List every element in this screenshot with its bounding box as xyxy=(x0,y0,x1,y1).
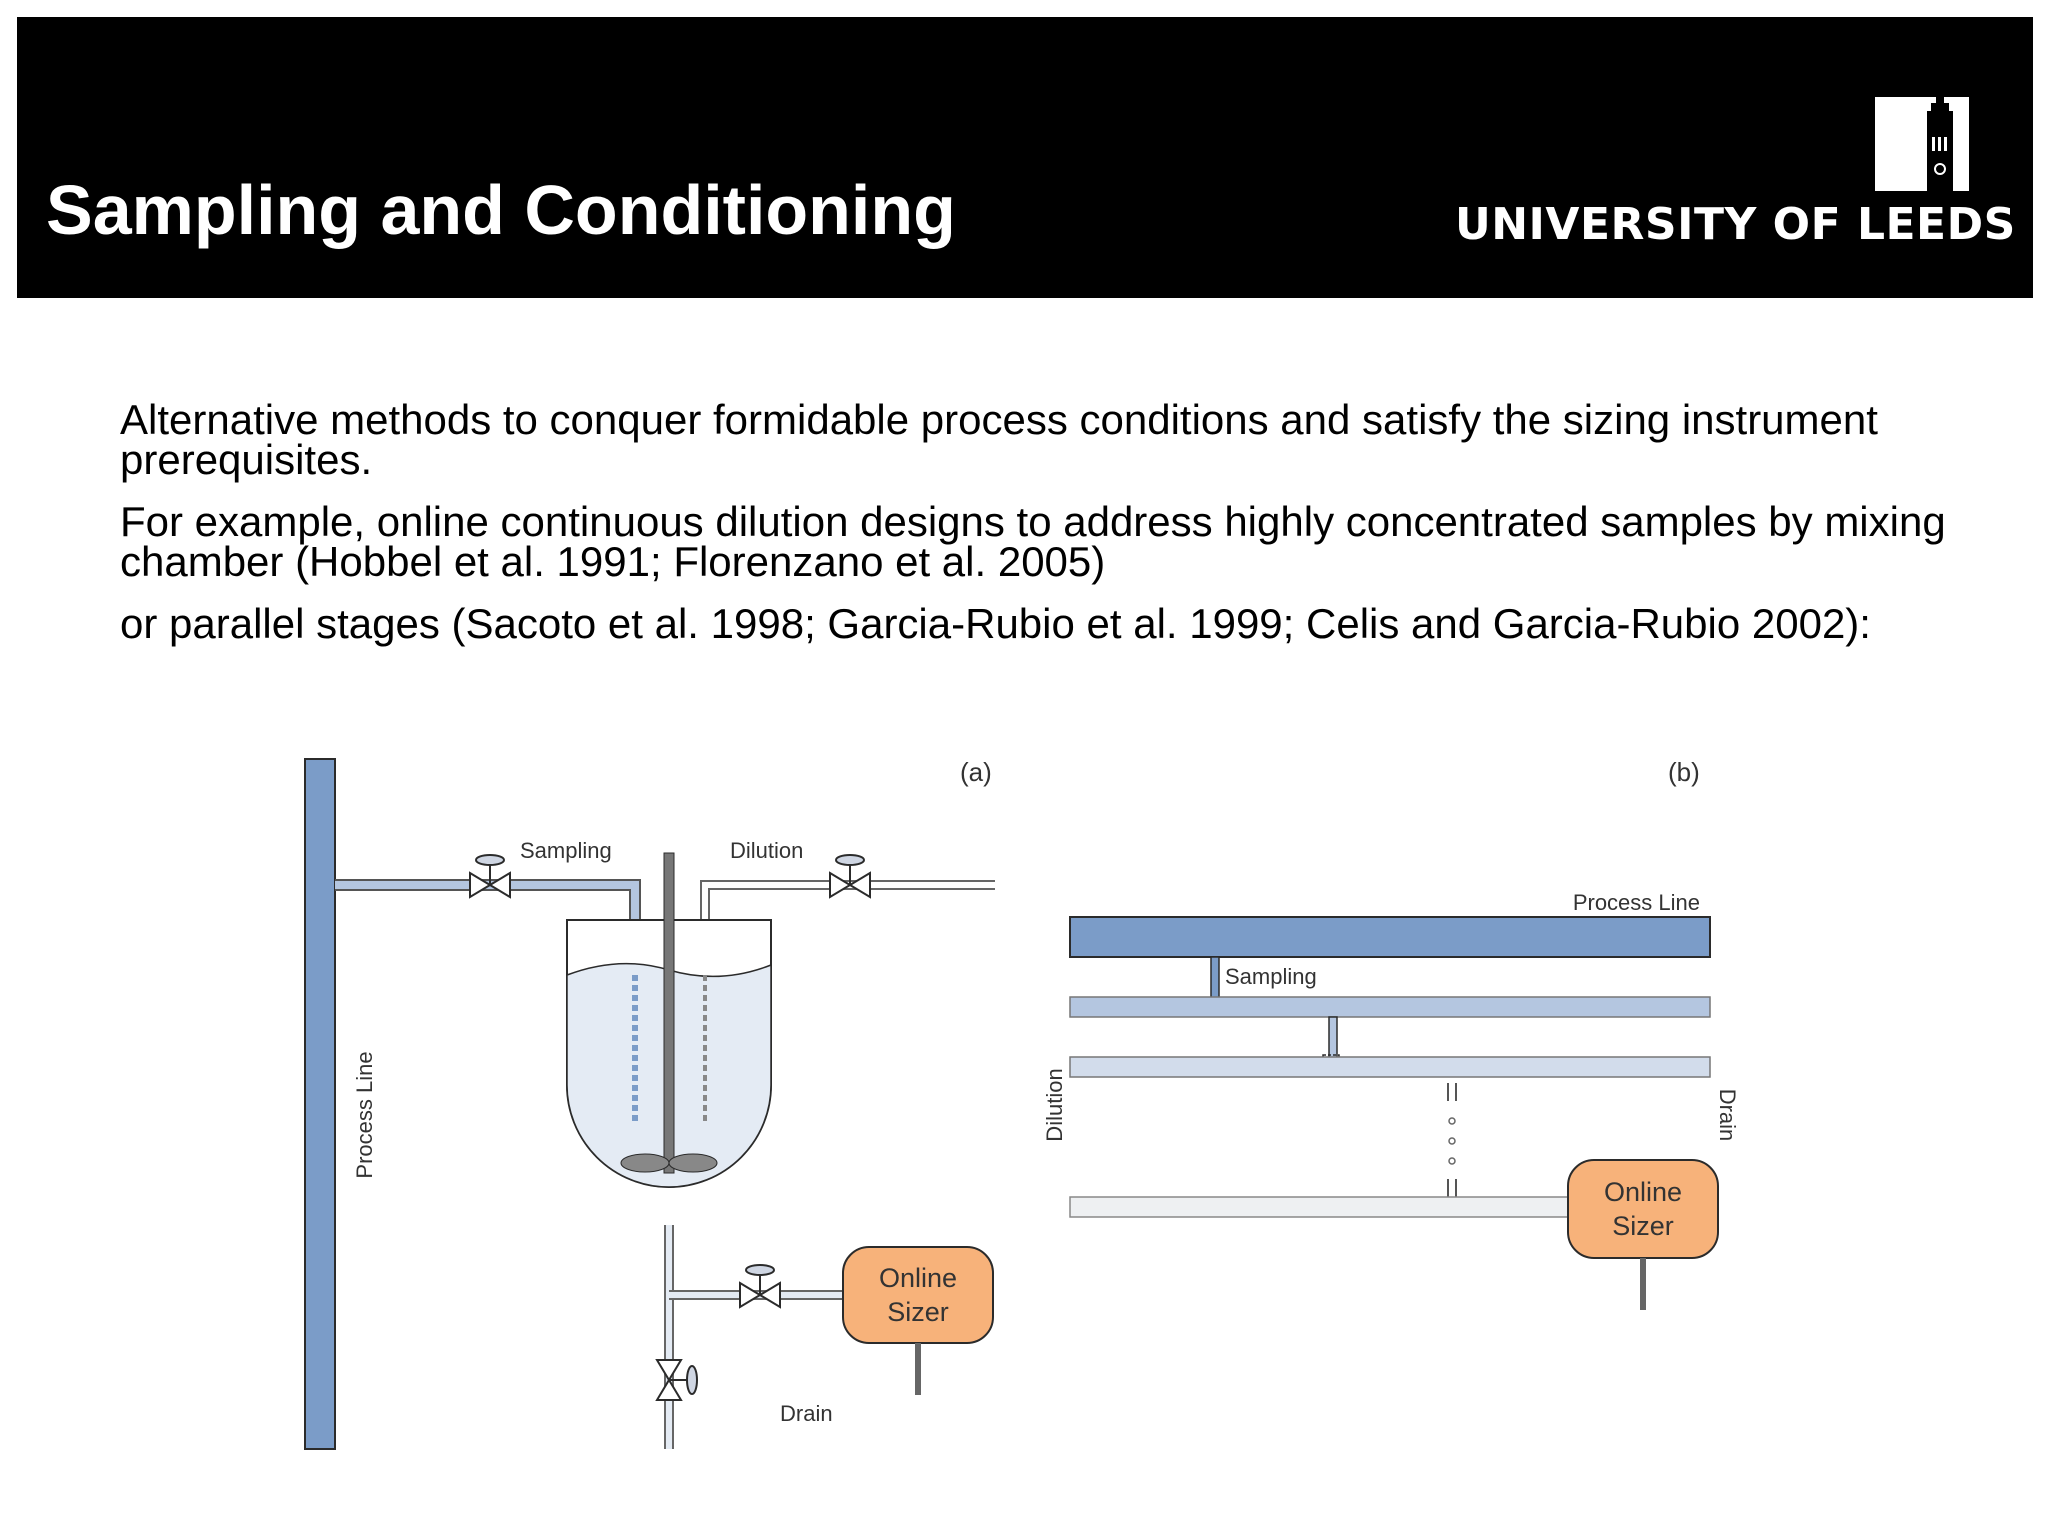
paragraph: Alternative methods to conquer formidabl… xyxy=(120,396,1878,483)
dilution-valve-icon[interactable] xyxy=(829,854,871,899)
page-title: Sampling and Conditioning xyxy=(46,171,956,249)
dilution-stage-1 xyxy=(1069,996,1711,1018)
sizer-a-line1: Online xyxy=(879,1263,957,1293)
sizer-b-line2: Sizer xyxy=(1612,1211,1674,1241)
drain-valve-icon[interactable] xyxy=(655,1359,698,1401)
process-line-pipe xyxy=(304,758,336,1450)
continuation-dot xyxy=(1448,1157,1456,1165)
panel-a-tag: (a) xyxy=(960,757,992,787)
process-line-label: Process Line xyxy=(352,1051,377,1178)
dilution-setup-diagram: (a) Process Line Sampling Dilution xyxy=(304,757,1740,1450)
drain-label: Drain xyxy=(780,1401,833,1426)
university-logo: UNIVERSITY OF LEEDS xyxy=(1455,97,2016,257)
continuation-dot xyxy=(1448,1117,1456,1125)
panel-a: (a) Process Line Sampling Dilution xyxy=(304,757,995,1450)
paragraph: or parallel stages (Sacoto et al. 1998; … xyxy=(120,600,1871,647)
process-line-b-pipe xyxy=(1069,916,1711,958)
online-sizer-b xyxy=(1567,1159,1719,1259)
body-text: Alternative methods to conquer formidabl… xyxy=(120,396,1980,666)
stirrer-shaft xyxy=(663,852,675,1174)
final-dilution-stage xyxy=(1069,1196,1571,1218)
sizer-b-line1: Online xyxy=(1604,1177,1682,1207)
sampling-valve-icon[interactable] xyxy=(469,854,511,899)
panel-b: (b) Process Line Sampling Dilution Drain xyxy=(1042,757,1740,1310)
dilution-stage-2 xyxy=(1069,1056,1711,1078)
logo-wordmark: UNIVERSITY OF LEEDS xyxy=(1455,199,2016,250)
tower-icon xyxy=(1875,97,1969,191)
stirrer-blade-right xyxy=(668,1153,718,1173)
sampling-label: Sampling xyxy=(520,838,612,863)
continuation-dot xyxy=(1448,1137,1456,1145)
header-bar xyxy=(17,17,2033,298)
sampling-b-label: Sampling xyxy=(1225,964,1317,989)
paragraph: For example, online continuous dilution … xyxy=(120,498,1946,585)
dilution-label: Dilution xyxy=(730,838,803,863)
panel-b-tag: (b) xyxy=(1668,757,1700,787)
sizer-valve-icon[interactable] xyxy=(739,1264,781,1309)
sizer-a-line2: Sizer xyxy=(887,1297,949,1327)
drain-b-label: Drain xyxy=(1715,1089,1740,1142)
dilution-b-label: Dilution xyxy=(1042,1068,1067,1141)
online-sizer-a xyxy=(842,1246,994,1344)
process-line-b-label: Process Line xyxy=(1573,890,1700,915)
stirrer-blade-left xyxy=(620,1153,670,1173)
